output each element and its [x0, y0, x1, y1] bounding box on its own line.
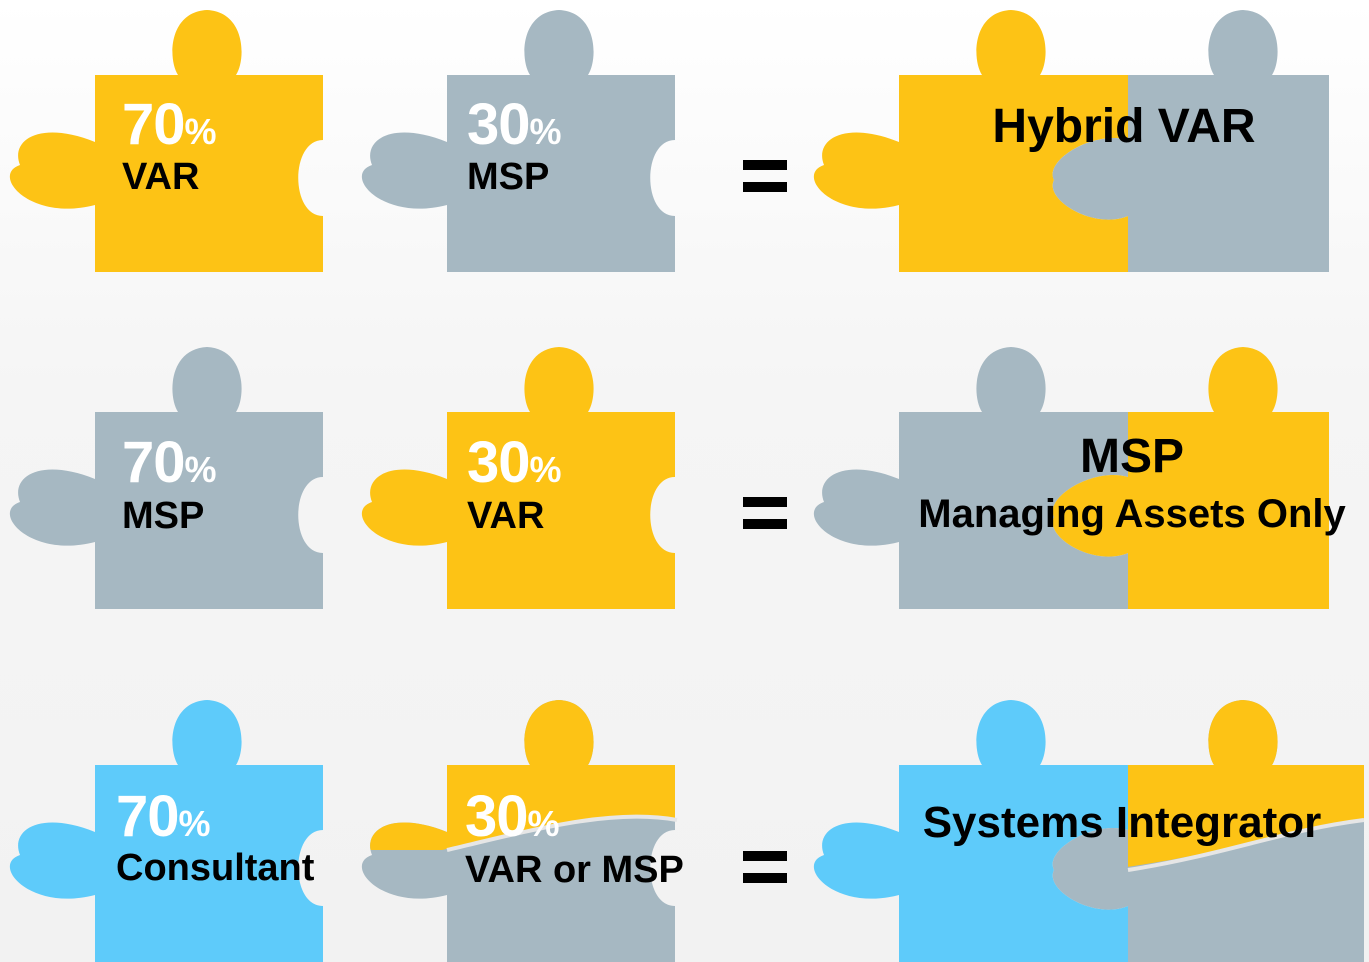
- row1-right-percent: 30%: [467, 92, 562, 157]
- row2-result-title: MSP: [1079, 430, 1184, 483]
- row2-left-label: MSP: [122, 495, 205, 537]
- row1-left-percent: 70%: [122, 92, 217, 157]
- row3-right-percent: 30%: [465, 784, 560, 849]
- row2-right-percent: 30%: [467, 430, 562, 495]
- row2-left-percent: 70%: [122, 430, 217, 495]
- row1-result-title: Hybrid VAR: [992, 100, 1256, 153]
- row1-right-label: MSP: [467, 156, 550, 198]
- row2-right-label: VAR: [467, 495, 545, 537]
- row1-left-label: VAR: [122, 156, 200, 198]
- row3-right-label: VAR or MSP: [465, 849, 684, 891]
- row2-result-subtitle: Managing Assets Only: [918, 492, 1346, 536]
- row3-result-title: Systems Integrator: [922, 798, 1322, 847]
- row3-left-label: Consultant: [116, 847, 315, 889]
- row3-left-percent: 70%: [116, 784, 211, 849]
